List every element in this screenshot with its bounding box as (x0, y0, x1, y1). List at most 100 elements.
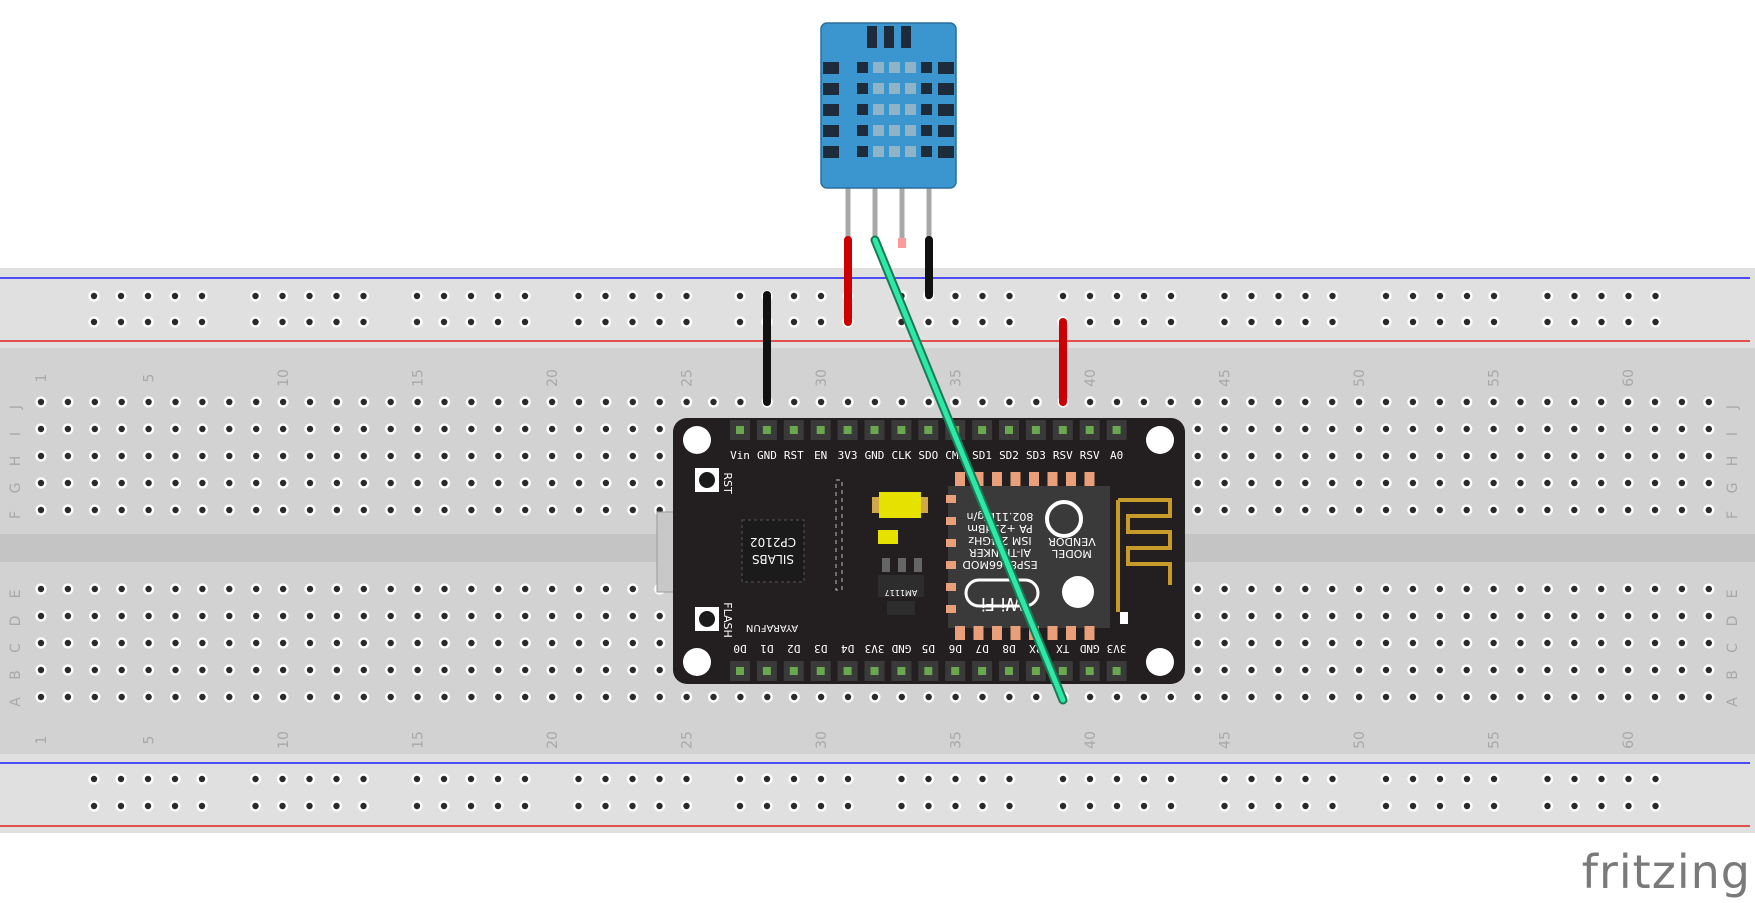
module-pad (1047, 472, 1058, 486)
rail-hole (1086, 318, 1094, 326)
breadboard-hole (495, 639, 502, 647)
breadboard-hole (1678, 666, 1686, 674)
grill-cell (889, 62, 900, 73)
breadboard-hole (118, 506, 125, 514)
breadboard-hole (629, 506, 636, 514)
rail-hole (360, 292, 367, 300)
breadboard-hole (1705, 425, 1713, 433)
dht11-sensor[interactable] (820, 22, 957, 248)
breadboard-hole (602, 506, 610, 514)
rail-hole (117, 802, 125, 810)
grill-slot (823, 62, 839, 74)
column-number: 35 (949, 731, 965, 749)
breadboard-hole (1544, 425, 1551, 433)
rail-hole (1598, 802, 1605, 810)
bottom-pin-label: GND (1080, 642, 1100, 655)
grill-slot (901, 26, 911, 48)
grill-slot (823, 125, 839, 137)
breadboard-hole (1409, 666, 1417, 674)
rail-hole (790, 802, 798, 810)
rail-hole (494, 775, 502, 783)
rail-hole (521, 775, 529, 783)
breadboard-hole (495, 425, 502, 433)
breadboard-hole (1544, 612, 1551, 620)
breadboard-hole (1194, 666, 1201, 674)
breadboard-hole (1006, 693, 1013, 701)
grill-cell (921, 146, 932, 157)
module-pad (1010, 626, 1021, 640)
rail-hole (494, 292, 502, 300)
rail-hole (198, 802, 206, 810)
rail-hole (1167, 802, 1175, 810)
breadboard-hole (1490, 479, 1497, 487)
dht-data-wire[interactable] (872, 237, 1066, 703)
header-pin (951, 667, 960, 675)
breadboard-hole (199, 585, 206, 593)
rail-hole (1463, 292, 1471, 300)
header-pin (897, 667, 906, 675)
breadboard-hole (253, 479, 260, 487)
breadboard-hole (64, 585, 72, 593)
breadboard-hole (1409, 612, 1417, 620)
rail-hole (440, 802, 448, 810)
breadboard-hole (548, 506, 556, 514)
breadboard-hole (1571, 612, 1578, 620)
grill-slot (884, 26, 894, 48)
breadboard-hole (253, 506, 260, 514)
breadboard-hole (226, 612, 233, 620)
breadboard-hole (1624, 693, 1632, 701)
rail-hole (1598, 318, 1605, 326)
breadboard-hole (199, 398, 206, 406)
rail-hole (1571, 292, 1578, 300)
rail-hole (1436, 775, 1444, 783)
rail-hole (1302, 318, 1309, 326)
breadboard-hole (1705, 398, 1713, 406)
header-pin (1031, 426, 1040, 434)
breadboard-hole (1463, 398, 1470, 406)
breadboard-hole (145, 452, 152, 460)
breadboard-hole (898, 398, 905, 406)
header-pin (924, 426, 933, 434)
breadboard-hole (656, 666, 663, 674)
breadboard-hole (1436, 612, 1444, 620)
breadboard-hole (1086, 693, 1094, 701)
breadboard-hole (1463, 585, 1470, 593)
rail-hole (602, 318, 609, 326)
breadboard-hole (199, 639, 206, 647)
breadboard-hole (1382, 452, 1390, 460)
breadboard-hole (333, 398, 341, 406)
breadboard-hole (1571, 639, 1578, 647)
rail-hole (629, 318, 636, 326)
breadboard-hole (871, 398, 879, 406)
rail-hole (1409, 775, 1417, 783)
breadboard-hole (1517, 666, 1524, 674)
breadboard-hole (683, 693, 690, 701)
breadboard-hole (1490, 639, 1497, 647)
rail-hole (952, 318, 959, 326)
breadboard-hole (306, 585, 314, 593)
breadboard-hole (1678, 639, 1686, 647)
top-pin-label: RSV (1080, 449, 1100, 462)
breadboard-hole (1275, 452, 1282, 460)
rail-hole (1544, 292, 1551, 300)
nodemcu-board[interactable]: VinD0GNDD1RSTD2END33V3D4GND3V3CLKGNDSDOD… (656, 418, 1185, 684)
breadboard-hole (602, 585, 610, 593)
breadboard-hole (1382, 639, 1390, 647)
breadboard-hole (1571, 452, 1578, 460)
header-pin (736, 667, 744, 675)
breadboard-hole (495, 506, 502, 514)
rail-hole (1221, 292, 1228, 300)
breadboard-hole (548, 452, 556, 460)
breadboard-hole (1571, 693, 1578, 701)
column-number: 45 (1218, 731, 1234, 749)
breadboard-hole (199, 479, 206, 487)
breadboard-hole (37, 585, 45, 593)
breadboard-hole (1517, 585, 1524, 593)
rail-hole (1490, 775, 1498, 783)
breadboard-hole (414, 612, 421, 620)
breadboard-hole (1598, 398, 1605, 406)
bottom-pin-label: D1 (760, 642, 773, 655)
rail-hole (521, 292, 529, 300)
breadboard-hole (333, 585, 341, 593)
rail-hole (1463, 318, 1471, 326)
